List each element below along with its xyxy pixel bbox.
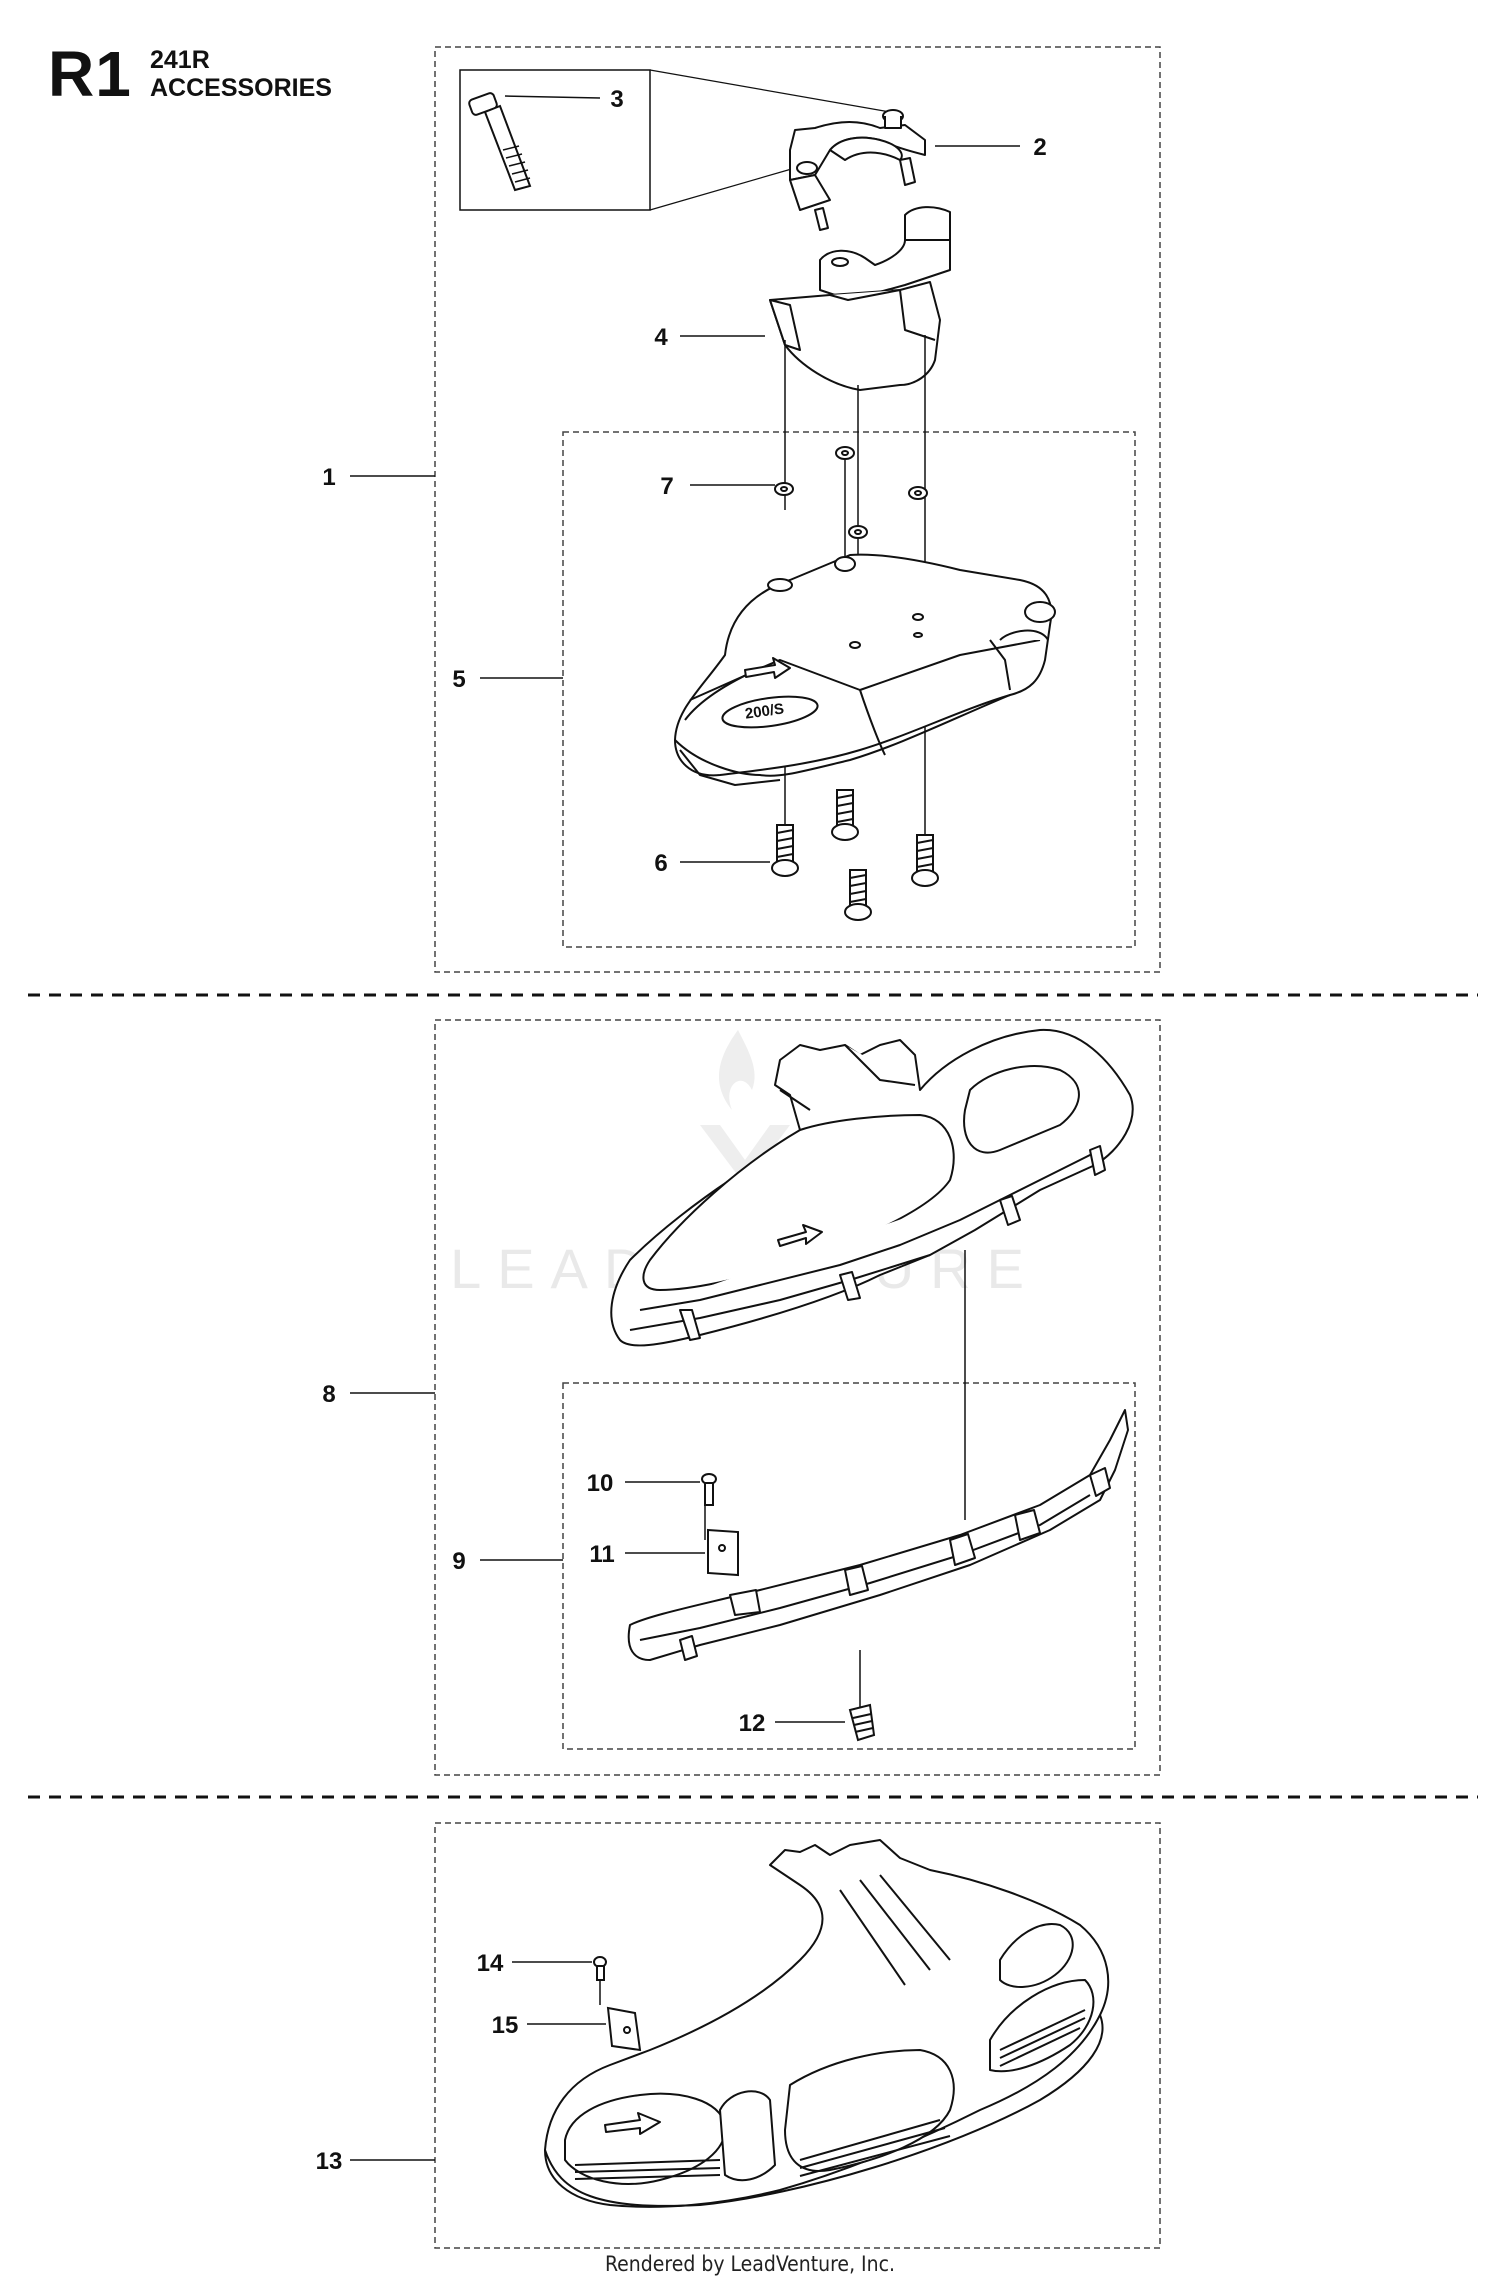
callout-3: 3 [610,86,623,113]
callout-2: 2 [1033,134,1046,161]
callout-6: 6 [654,850,667,877]
callout-7: 7 [660,473,673,500]
callout-1: 1 [322,464,335,491]
guard-marking: 200/S [744,700,785,722]
footer-credit: Rendered by LeadVenture, Inc. [605,2252,895,2276]
assembly-box-1 [434,46,1161,973]
guard-skirt [627,1409,1129,1661]
model-name: 241R [150,46,210,74]
screw [844,869,872,921]
callout-15: 15 [492,2012,519,2039]
callout-labels: 1 2 3 4 5 6 7 8 9 10 11 12 13 14 15 [316,86,1047,2175]
page-code: R1 [48,38,132,110]
guard-holder [769,281,941,391]
brushcutter-guard [544,1839,1110,2208]
callout-14: 14 [477,1950,504,1977]
line-cutter-blade [848,1703,876,1742]
grass-guard [610,1028,1134,1347]
screw [911,834,939,887]
assembly-box-8 [434,1019,1161,1776]
bolt-inset [459,69,891,211]
clamp-bolt [468,92,532,192]
skirt-plate [707,1528,739,1577]
assembly-box-5 [562,431,1136,948]
callout-13: 13 [316,2148,343,2175]
callout-5: 5 [452,666,465,693]
watermark-flame-icon [719,1030,755,1110]
screws [771,789,939,921]
callout-9: 9 [452,1548,465,1575]
callout-4: 4 [654,324,668,351]
leader-lines [350,95,1020,2161]
callout-12: 12 [739,1710,766,1737]
guard-screw [593,1956,607,1981]
watermark-emblem-icon [700,1125,790,1185]
clamp [789,109,951,301]
screw [771,824,799,877]
washers [774,446,928,539]
screw [831,789,859,841]
skirt-screw [701,1473,717,1506]
assembly-box-13 [434,1822,1161,2249]
assembly-box-9 [562,1382,1136,1750]
guard-plate [606,2006,642,2052]
callout-8: 8 [322,1381,335,1408]
callout-11: 11 [589,1541,614,1568]
trimmer-guard [674,553,1056,786]
callout-10: 10 [587,1470,614,1497]
section-title: ACCESSORIES [150,74,332,102]
